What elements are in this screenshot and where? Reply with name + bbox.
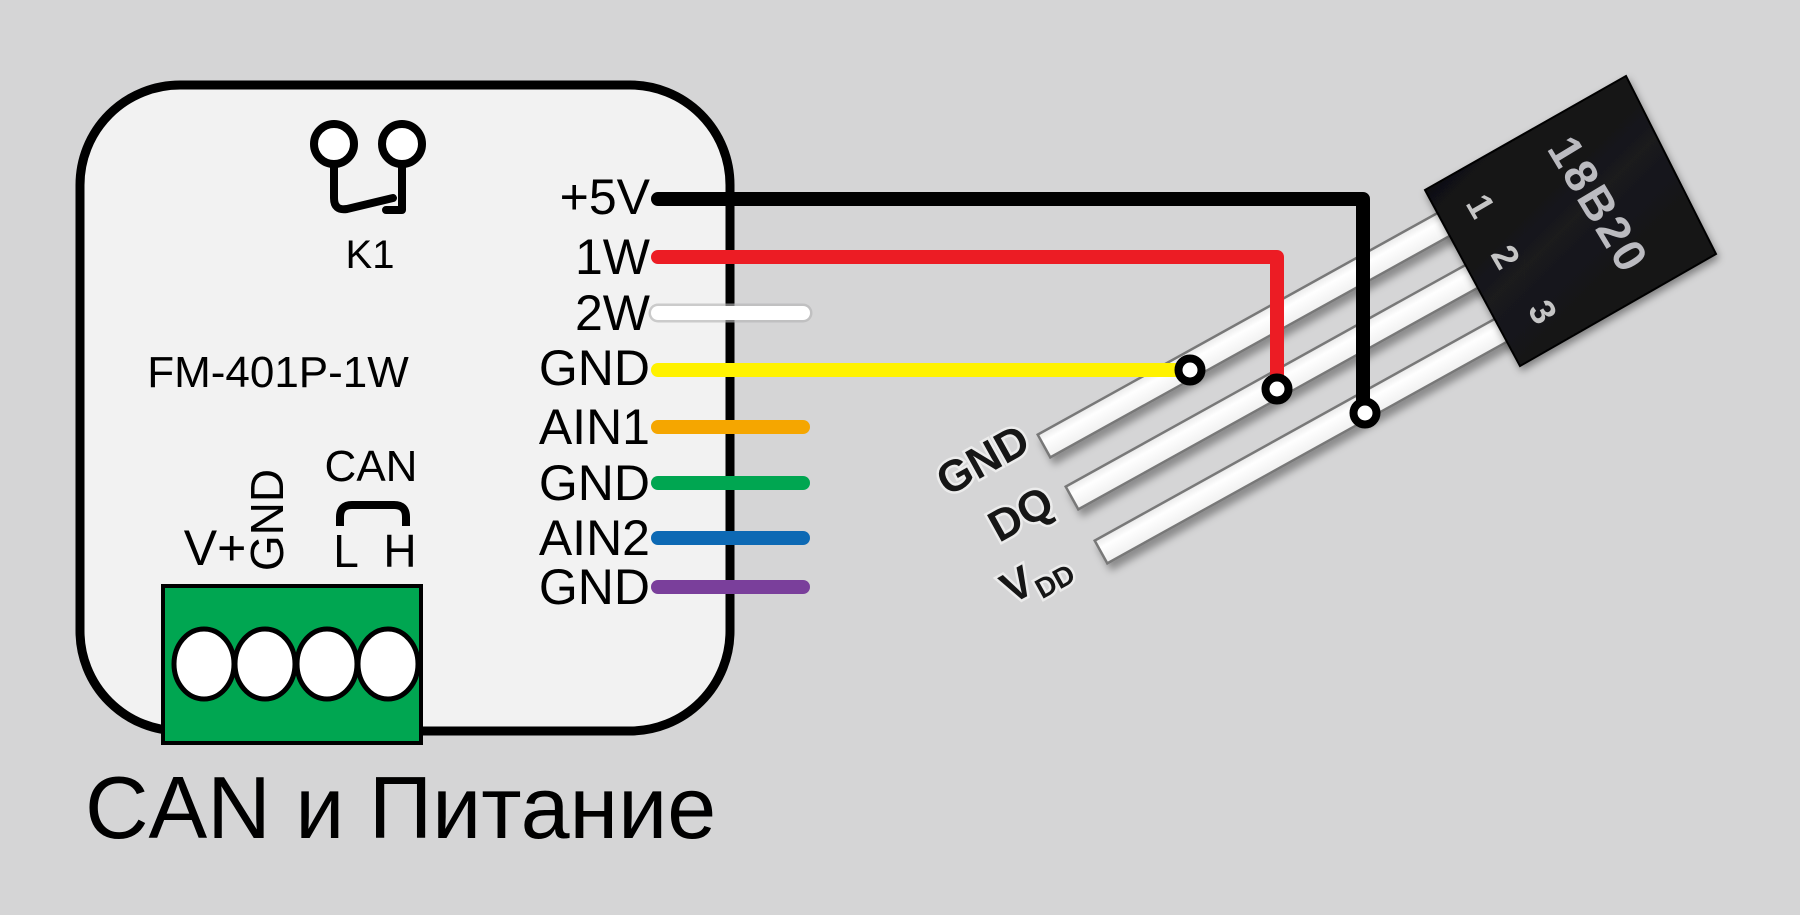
pin-label-5v: +5V xyxy=(560,169,651,225)
pin-label-gnd2: GND xyxy=(539,455,650,511)
relay-label: K1 xyxy=(346,233,395,277)
relay-symbol xyxy=(310,120,426,214)
pin-label-2w: 2W xyxy=(575,285,651,341)
wire-5v-black xyxy=(651,192,1370,407)
terminal-hole-can-l xyxy=(294,626,360,702)
relay-blade xyxy=(330,162,397,214)
relay-contact-left xyxy=(310,120,358,168)
junction-vdd xyxy=(1349,397,1381,429)
terminal-hole-vplus xyxy=(171,626,237,702)
wire-1w-red xyxy=(651,250,1284,383)
wire-junctions xyxy=(1174,354,1381,429)
terminal-label-can: CAN xyxy=(325,442,418,491)
terminal-label-gnd: GND xyxy=(241,469,293,571)
sensor-lead-gnd xyxy=(1035,200,1472,460)
module-fm401p: K1 FM-401P-1W xyxy=(75,80,735,736)
module-name-label: FM-401P-1W xyxy=(147,348,409,397)
sensor-body xyxy=(1423,74,1718,368)
pin-label-gnd3: GND xyxy=(539,559,650,615)
pin-label-ain1: AIN1 xyxy=(539,399,650,455)
diagram-caption: CAN и Питание xyxy=(85,758,716,857)
pin-label-ain2: AIN2 xyxy=(539,510,650,566)
pin-label-1w: 1W xyxy=(575,229,651,285)
terminal-hole-can-h xyxy=(355,626,421,702)
wires xyxy=(648,192,1370,594)
terminal-label-can-l: L xyxy=(333,525,359,577)
terminal-label-vplus: V+ xyxy=(184,520,247,576)
relay-contact-right xyxy=(378,120,426,168)
junction-dq xyxy=(1261,373,1293,405)
lead-label-dq: DQ xyxy=(980,477,1061,552)
terminal-block: V+ GND CAN L H xyxy=(161,442,423,745)
module-pin-labels: +5V 1W 2W GND AIN1 GND AIN2 GND xyxy=(539,169,651,615)
pin-label-gnd1: GND xyxy=(539,340,650,396)
relay-fixed-contact xyxy=(382,162,406,214)
terminal-label-can-h: H xyxy=(383,525,416,577)
terminal-hole-gnd xyxy=(232,626,298,702)
sensor-package: 18B20 1 2 3 xyxy=(1423,74,1718,368)
junction-gnd xyxy=(1174,354,1206,386)
can-bracket xyxy=(336,501,410,526)
